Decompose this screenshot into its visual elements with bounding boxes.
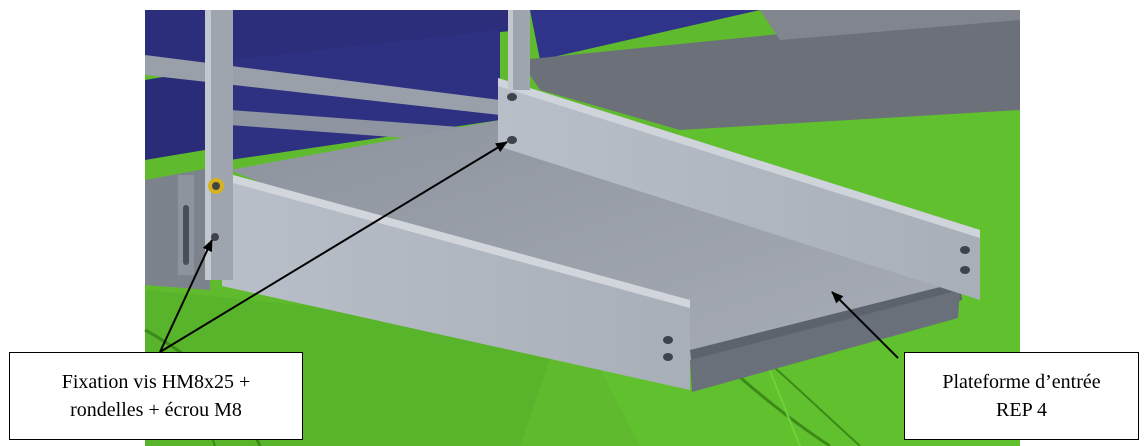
fixation-callout-line1: Fixation vis HM8x25 + <box>61 371 251 393</box>
bolt-holes <box>211 93 970 361</box>
plateforme-callout-line2: REP 4 <box>996 399 1047 421</box>
arrow-to-bolt-hole-lower <box>159 239 213 353</box>
arrow-to-bolt-hole-upper <box>159 141 508 353</box>
fixation-callout-line2: rondelles + écrou M8 <box>70 399 242 421</box>
callout-arrows <box>159 141 899 359</box>
left-frame <box>145 168 210 290</box>
arrow-to-platform <box>831 291 899 359</box>
plateforme-callout-line1: Plateforme d’entrée <box>942 371 1101 393</box>
posts <box>205 10 530 280</box>
bolt-icon <box>208 178 224 194</box>
rear-platform <box>520 10 1020 130</box>
front-side-panel <box>222 172 690 390</box>
platform-floor <box>230 120 960 360</box>
plateforme-callout: Plateforme d’entrée REP 4 <box>904 352 1139 440</box>
back-side-panel <box>498 78 980 300</box>
fixation-callout: Fixation vis HM8x25 + rondelles + écrou … <box>9 352 303 440</box>
